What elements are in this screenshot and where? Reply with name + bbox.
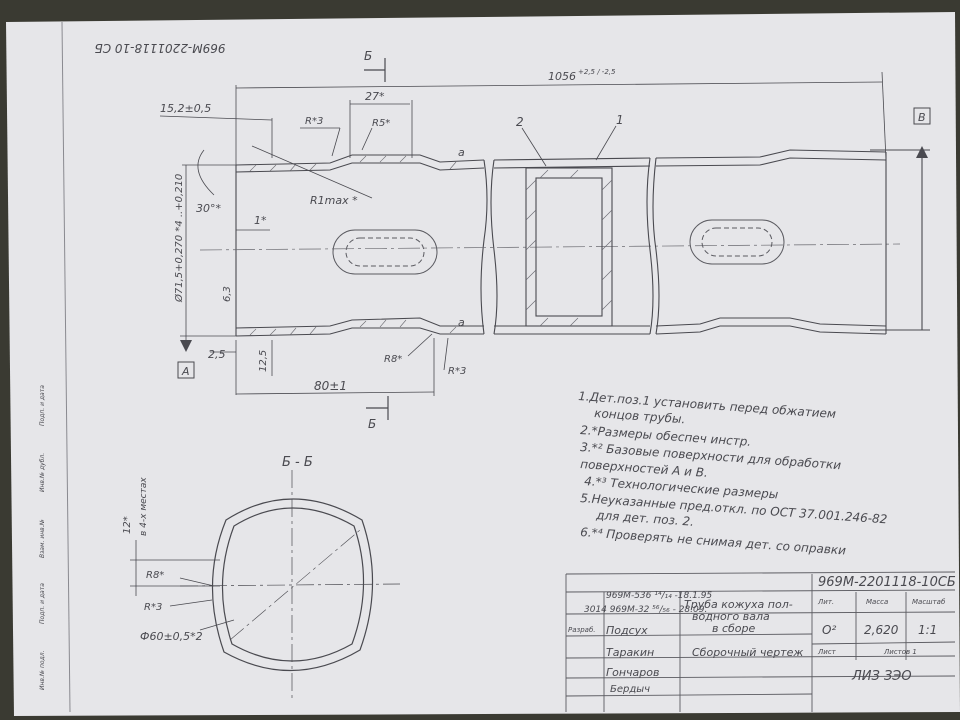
offset-left-label: 15,2±0,5: [160, 102, 211, 115]
tb-assembly: Сборочный чертеж: [692, 646, 803, 659]
len-80-label: 80±1: [314, 379, 347, 393]
diameter-label: Ø71,5+0,270 *4 ..+0,210: [173, 174, 185, 303]
r8-bottom-label: R8*: [384, 354, 402, 365]
length-total-value: 1056: [548, 70, 576, 83]
datum-b-box: [913, 107, 931, 125]
stamp-top: 969M-2201118-10 CБ: [94, 41, 225, 55]
tb-scale: 1:1: [918, 623, 937, 637]
section-mark-top: [364, 58, 386, 82]
inner-frame-left: [61, 21, 71, 713]
side-strip-label: Инв.№ подл.: [39, 650, 46, 690]
note-line: для дет. поз. 2.: [595, 508, 695, 529]
tb-chk-name: Таракин: [606, 646, 654, 659]
datum-arrow-b: [916, 146, 928, 158]
tb-sheets: Листов 1: [883, 648, 917, 656]
sec-r8-label: R8*: [146, 570, 164, 581]
section-title: Б - Б: [282, 455, 313, 470]
datum-a-label: A: [181, 365, 190, 378]
tb-col-lit: Лит.: [817, 598, 834, 606]
r8-leader: [407, 333, 433, 357]
dim-left-top: [159, 100, 413, 158]
tb-dev-name: Подсух: [606, 624, 648, 637]
side-strip-label: Инв.№ дубл.: [39, 453, 46, 492]
axis-line: [199, 243, 901, 251]
r1max-label: R1max *: [310, 194, 358, 207]
item-1-leader: [595, 125, 617, 161]
r5-top-label: R5*: [372, 118, 390, 129]
sec-diameter-label: Ф60±0,5*2: [140, 630, 203, 643]
length-total-tol: +2,5 / -2,5: [578, 68, 616, 76]
tb-row2: 3014 969M-32 ⁵⁶/₅₆ - 28.09.: [584, 605, 707, 615]
slot-right: [689, 219, 785, 265]
tb-col-mass: Масса: [866, 598, 888, 606]
r3-leader: [443, 337, 449, 371]
tb-lit: О²: [822, 623, 836, 637]
side-strip-label: Подп. и дата: [39, 385, 46, 426]
dim-25-label: 2,5: [208, 348, 226, 361]
r1max-leader: [251, 145, 373, 199]
dim-left-side: [180, 149, 435, 396]
slot-left: [332, 229, 438, 275]
dim-1-label: 1*: [254, 214, 267, 227]
r3-top-label: R*3: [305, 116, 323, 127]
tube-segment-middle: [490, 157, 654, 335]
note-line: концов трубы.: [594, 406, 686, 426]
sec-places-label: в 4-х местах: [139, 477, 149, 536]
item-1-label: 1: [616, 113, 624, 127]
paper: [6, 12, 960, 716]
side-strip-label: Подп. и дата: [39, 583, 46, 624]
width-27-label: 27*: [365, 90, 385, 103]
tb-dev: Разраб.: [568, 626, 596, 634]
tube-segment-left: [235, 154, 488, 337]
tb-mass: 2,620: [864, 623, 899, 637]
title-block: [565, 571, 956, 712]
tb-company: ЛИЗ ЗЭО: [851, 669, 912, 684]
dim-63-label: 6,3: [222, 286, 233, 302]
sleeve-hatch: [525, 169, 613, 327]
datum-b-label: B: [918, 111, 926, 124]
datum-arrow-a: [180, 340, 192, 352]
tb-name-1: Труба кожуха пол-: [684, 598, 793, 611]
datum-a-box: [177, 361, 195, 379]
sec-r3-label: R*3: [144, 602, 162, 613]
section-letter-top: Б: [364, 49, 372, 63]
dim-125-label: 12,5: [258, 350, 269, 372]
item-2-label: 2: [516, 115, 524, 129]
item-2-leader: [521, 127, 547, 167]
section-letter-bottom: Б: [368, 417, 376, 431]
side-strip-label: Взам. инв.№: [39, 519, 46, 558]
tb-name-3: в сборе: [712, 622, 756, 635]
sec-12-label: 12*: [122, 516, 133, 534]
weld-a-top: a: [458, 146, 465, 159]
r3-bottom-label: R*3: [448, 366, 466, 377]
angle-label: 30°*: [196, 202, 221, 215]
tb-sheet: Лист: [817, 648, 837, 656]
dim-length-total: [235, 71, 887, 165]
stamp-main: 969M-2201118-10CБ: [818, 575, 956, 590]
tube-segment-right: [652, 149, 930, 335]
section-bb-view: [130, 470, 401, 700]
tb-tech-name: Гончаров: [606, 666, 660, 679]
weld-a-bottom: a: [458, 316, 465, 329]
tb-row1: 969M-536 ¹⁴/₁₄ -18.1.95: [606, 591, 712, 601]
tube-hatch-left: [249, 155, 457, 336]
tb-col-scale: Масштаб: [912, 598, 946, 606]
section-mark-bottom: [366, 396, 389, 420]
tb-name-2: водного вала: [692, 610, 770, 623]
tb-norm-name: Бердыч: [610, 684, 650, 695]
